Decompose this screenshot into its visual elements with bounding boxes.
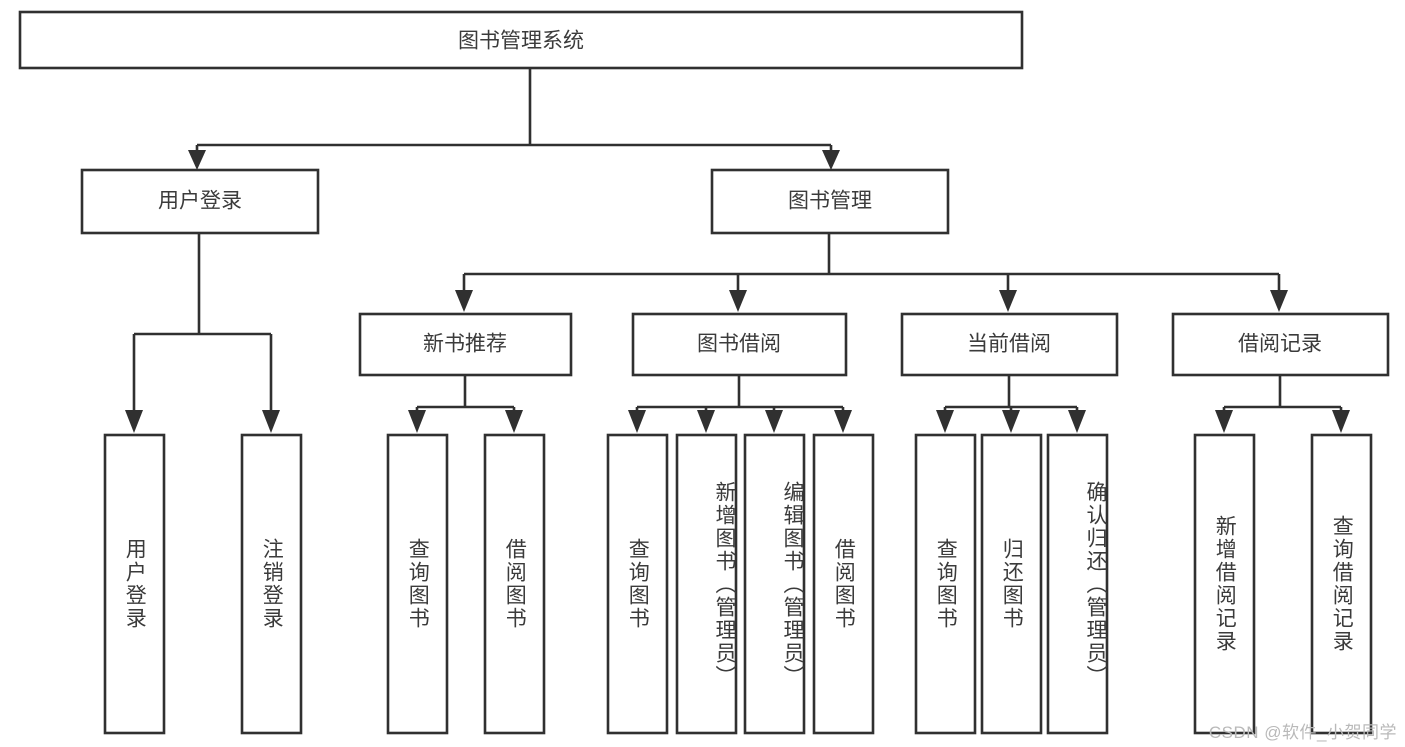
leaf-box-borrow-book-1[interactable] bbox=[483, 433, 546, 735]
arrow-head-leaf-user-login bbox=[125, 410, 143, 433]
leaf-box-add-record[interactable] bbox=[1193, 433, 1256, 735]
node-book-management[interactable]: 图书管理 bbox=[710, 168, 950, 235]
arrow-head-to-user-login bbox=[188, 150, 206, 170]
connector-book-management-to-level2 bbox=[455, 233, 1288, 312]
csdn-watermark: CSDN @软件_小贺同学 bbox=[1208, 723, 1397, 742]
connector-new-book-recommend-to-leaves bbox=[408, 375, 523, 433]
node-new-book-recommend-label: 新书推荐 bbox=[423, 333, 507, 356]
leaf-boxes-book-borrow bbox=[606, 433, 875, 735]
arrow-head-borrow-record bbox=[1270, 290, 1288, 312]
leaf-box-edit-book[interactable] bbox=[743, 433, 806, 735]
node-current-borrow-label: 当前借阅 bbox=[967, 333, 1051, 356]
node-borrow-record-label: 借阅记录 bbox=[1238, 333, 1322, 356]
arrow-head-leaf-edit-book bbox=[765, 410, 783, 433]
leaf-box-query-record[interactable] bbox=[1310, 433, 1373, 735]
node-borrow-record[interactable]: 借阅记录 bbox=[1171, 312, 1390, 377]
node-current-borrow[interactable]: 当前借阅 bbox=[900, 312, 1119, 377]
leaf-box-confirm-return[interactable] bbox=[1046, 433, 1109, 735]
node-book-management-label: 图书管理 bbox=[788, 190, 872, 213]
node-book-borrow-box[interactable] bbox=[631, 312, 848, 377]
arrow-head-leaf-add-record bbox=[1215, 410, 1233, 433]
arrow-head-leaf-borrow-book-2 bbox=[834, 410, 852, 433]
arrow-head-leaf-add-book bbox=[697, 410, 715, 433]
leaf-box-borrow-book-2[interactable] bbox=[812, 433, 875, 735]
node-book-borrow-label: 图书借阅 bbox=[697, 333, 781, 356]
leaf-boxes-new-book-recommend bbox=[386, 433, 546, 735]
leaf-box-logout-login[interactable] bbox=[240, 433, 303, 735]
node-root-box[interactable] bbox=[18, 10, 1024, 70]
leaf-box-query-book-2[interactable] bbox=[606, 433, 669, 735]
arrow-head-leaf-return-book bbox=[1002, 410, 1020, 433]
leaf-box-user-login[interactable] bbox=[103, 433, 166, 735]
arrow-head-book-borrow bbox=[729, 290, 747, 312]
node-user-login-box[interactable] bbox=[80, 168, 320, 235]
connector-root-to-level1 bbox=[188, 68, 840, 170]
node-root-label: 图书管理系统 bbox=[458, 30, 584, 53]
arrow-head-leaf-query-book-3 bbox=[936, 410, 954, 433]
node-root[interactable]: 图书管理系统 bbox=[18, 10, 1024, 70]
connector-borrow-record-to-leaves bbox=[1215, 375, 1350, 433]
leaf-box-query-book-3[interactable] bbox=[914, 433, 977, 735]
leaf-box-return-book[interactable] bbox=[980, 433, 1043, 735]
node-current-borrow-box[interactable] bbox=[900, 312, 1119, 377]
connector-user-login-to-leaves bbox=[125, 233, 280, 433]
leaf-boxes-borrow-record bbox=[1193, 433, 1373, 735]
leaf-boxes-current-borrow bbox=[914, 433, 1109, 735]
arrow-head-current-borrow bbox=[999, 290, 1017, 312]
node-new-book-recommend-box[interactable] bbox=[358, 312, 573, 377]
node-book-management-box[interactable] bbox=[710, 168, 950, 235]
arrow-head-leaf-borrow-book-1 bbox=[505, 410, 523, 433]
arrow-head-leaf-logout-login bbox=[262, 410, 280, 433]
node-user-login[interactable]: 用户登录 bbox=[80, 168, 320, 235]
node-borrow-record-box[interactable] bbox=[1171, 312, 1390, 377]
arrow-head-new-book-recommend bbox=[455, 290, 473, 312]
node-new-book-recommend[interactable]: 新书推荐 bbox=[358, 312, 573, 377]
leaf-box-add-book[interactable] bbox=[675, 433, 738, 735]
arrow-head-leaf-query-record bbox=[1332, 410, 1350, 433]
connector-book-borrow-to-leaves bbox=[628, 375, 852, 433]
arrow-head-to-book-management bbox=[822, 150, 840, 170]
arrow-head-leaf-query-book-2 bbox=[628, 410, 646, 433]
arrow-head-leaf-confirm-return bbox=[1068, 410, 1086, 433]
leaf-box-query-book-1[interactable] bbox=[386, 433, 449, 735]
connector-current-borrow-to-leaves bbox=[936, 375, 1086, 433]
node-user-login-label: 用户登录 bbox=[158, 190, 242, 213]
leaf-boxes-user-login bbox=[103, 433, 303, 735]
node-book-borrow[interactable]: 图书借阅 bbox=[631, 312, 848, 377]
arrow-head-leaf-query-book-1 bbox=[408, 410, 426, 433]
